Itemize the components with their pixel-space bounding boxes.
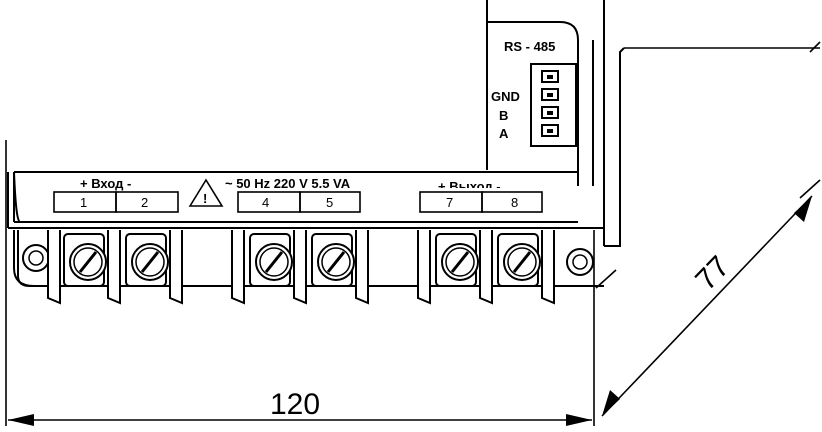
terminal-number-4: 4 [262, 195, 269, 210]
terminal-number-8: 8 [511, 195, 518, 210]
terminal-screw-2 [125, 233, 169, 287]
terminal-number-boxes [53, 191, 543, 213]
terminal-block [13, 230, 604, 287]
rs485-module [486, 0, 625, 247]
connector-pin-3 [541, 106, 559, 119]
dimension-arrow-right [566, 414, 592, 426]
rs485-connector [530, 63, 577, 147]
terminal-ribs [47, 230, 555, 305]
connector-pin-1 [541, 70, 559, 83]
power-spec: ~ 50 Hz 220 V 5.5 VA [225, 176, 351, 191]
warning-symbol: ! [203, 191, 207, 206]
front-panel [7, 171, 604, 229]
terminal-number-7: 7 [446, 195, 453, 210]
mounting-hole-left [22, 244, 50, 272]
output-label: + Выход - [438, 179, 501, 194]
connector-pin-2 [541, 88, 559, 101]
dimension-depth-value: 77 [689, 250, 736, 297]
dimension-arrow-top [794, 196, 812, 222]
dimension-width-value: 120 [270, 388, 320, 421]
dimension-arrow-left [8, 414, 34, 426]
mounting-hole-right [566, 248, 594, 276]
dimension-width [5, 140, 595, 426]
terminal-number-5: 5 [326, 195, 333, 210]
dimension-arrow-bottom [602, 390, 620, 416]
terminal-number-2: 2 [141, 195, 148, 210]
terminal-screw-8 [497, 233, 541, 287]
terminal-screw-4 [249, 233, 293, 287]
pin-label-a: A [499, 126, 509, 141]
connector-pin-4 [541, 124, 559, 137]
pin-label-b: B [499, 108, 508, 123]
pin-label-gnd: GND [491, 89, 520, 104]
dimension-depth [595, 41, 821, 417]
terminal-screw-1 [63, 233, 107, 287]
terminal-screw-7 [435, 233, 479, 287]
input-label: + Вход - [80, 176, 131, 191]
terminal-screw-5 [311, 233, 355, 287]
warning-icon [188, 178, 224, 207]
rs485-title: RS - 485 [504, 39, 555, 54]
terminal-number-1: 1 [80, 195, 87, 210]
